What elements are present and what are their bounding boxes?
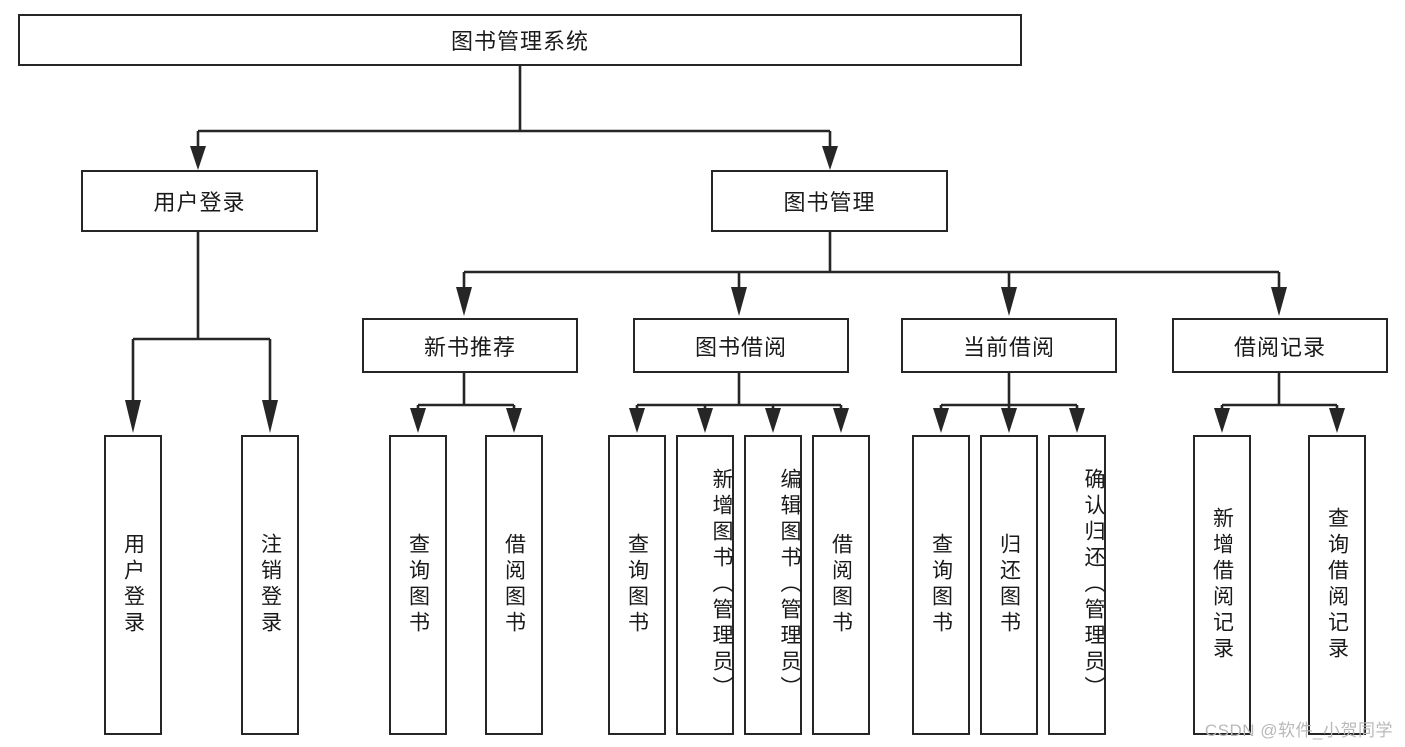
leaf-return-book-label: 归还图书 bbox=[997, 533, 1021, 637]
leaf-query-borrow-record[interactable]: 查询借阅记录 bbox=[1308, 435, 1366, 735]
node-current-borrow[interactable]: 当前借阅 bbox=[901, 318, 1117, 373]
node-user-login[interactable]: 用户登录 bbox=[81, 170, 318, 232]
leaf-add-borrow-record-label: 新增借阅记录 bbox=[1210, 507, 1234, 663]
leaf-add-book-admin[interactable]: 新增图书（管理员） bbox=[676, 435, 734, 735]
node-root[interactable]: 图书管理系统 bbox=[18, 14, 1022, 66]
node-root-label: 图书管理系统 bbox=[450, 29, 589, 54]
node-new-book-recommend-label: 新书推荐 bbox=[423, 334, 516, 360]
leaf-current-query-book[interactable]: 查询图书 bbox=[912, 435, 970, 735]
leaf-logout-label: 注销登录 bbox=[258, 533, 282, 637]
node-book-borrow[interactable]: 图书借阅 bbox=[633, 318, 849, 373]
leaf-borrow-book[interactable]: 借阅图书 bbox=[812, 435, 870, 735]
leaf-edit-book-admin-label: 编辑图书（管理员） bbox=[778, 468, 801, 702]
leaf-user-login-label: 用户登录 bbox=[121, 533, 145, 637]
leaf-recommend-borrow-book-label: 借阅图书 bbox=[502, 533, 526, 637]
leaf-borrow-query-book[interactable]: 查询图书 bbox=[608, 435, 666, 735]
leaf-current-query-book-label: 查询图书 bbox=[929, 533, 953, 637]
node-book-management-label: 图书管理 bbox=[783, 190, 876, 215]
node-book-borrow-label: 图书借阅 bbox=[694, 334, 787, 360]
leaf-recommend-query-book[interactable]: 查询图书 bbox=[389, 435, 447, 735]
leaf-recommend-borrow-book[interactable]: 借阅图书 bbox=[485, 435, 543, 735]
node-new-book-recommend[interactable]: 新书推荐 bbox=[362, 318, 578, 373]
node-user-login-label: 用户登录 bbox=[153, 190, 246, 215]
node-borrow-records[interactable]: 借阅记录 bbox=[1172, 318, 1388, 373]
leaf-confirm-return-admin[interactable]: 确认归还（管理员） bbox=[1048, 435, 1106, 735]
node-borrow-records-label: 借阅记录 bbox=[1233, 334, 1326, 360]
leaf-query-borrow-record-label: 查询借阅记录 bbox=[1325, 507, 1349, 663]
leaf-add-book-admin-label: 新增图书（管理员） bbox=[710, 468, 733, 702]
leaf-recommend-query-book-label: 查询图书 bbox=[406, 533, 430, 637]
leaf-user-login[interactable]: 用户登录 bbox=[104, 435, 162, 735]
node-current-borrow-label: 当前借阅 bbox=[962, 334, 1055, 360]
leaf-return-book[interactable]: 归还图书 bbox=[980, 435, 1038, 735]
leaf-borrow-query-book-label: 查询图书 bbox=[625, 533, 649, 637]
leaf-borrow-book-label: 借阅图书 bbox=[829, 533, 853, 637]
node-book-management[interactable]: 图书管理 bbox=[711, 170, 948, 232]
leaf-edit-book-admin[interactable]: 编辑图书（管理员） bbox=[744, 435, 802, 735]
leaf-confirm-return-admin-label: 确认归还（管理员） bbox=[1082, 468, 1105, 702]
leaf-add-borrow-record[interactable]: 新增借阅记录 bbox=[1193, 435, 1251, 735]
leaf-logout[interactable]: 注销登录 bbox=[241, 435, 299, 735]
